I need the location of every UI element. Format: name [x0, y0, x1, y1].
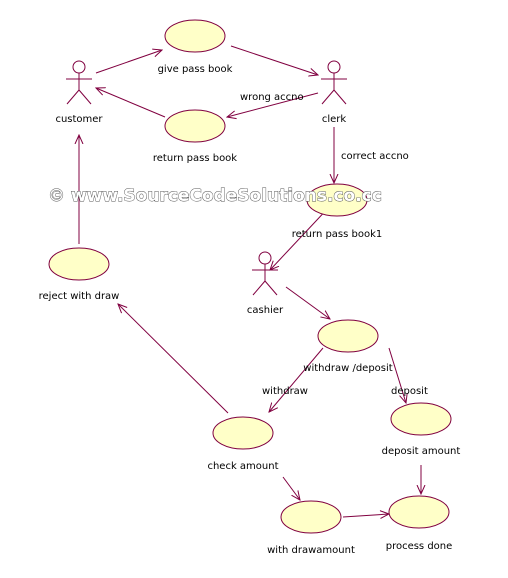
usecase-label-check-amount: check amount — [207, 461, 278, 472]
usecase-label-give-pass-book: give pass book — [158, 64, 233, 75]
edge-withdraw-deposit-to-check-amount — [269, 347, 324, 412]
usecase-with-draw-amount: with drawamount — [267, 500, 355, 556]
edge-return-pass-book1-to-cashier — [270, 204, 332, 270]
edge-customer-to-give-pass-book — [95, 50, 162, 74]
usecase-give-pass-book: give pass book — [158, 19, 233, 75]
edge-label-deposit: deposit — [391, 386, 428, 397]
actor-customer: customer — [55, 60, 103, 125]
usecase-label-process-done: process done — [386, 541, 453, 552]
usecase-deposit-amount: deposit amount — [382, 402, 461, 457]
edge-cashier-to-withdraw-deposit — [285, 286, 330, 319]
actor-label-customer: customer — [55, 114, 103, 125]
usecase-label-with-draw-amount: with drawamount — [267, 545, 355, 556]
actor-cashier: cashier — [247, 251, 284, 316]
edge-give-pass-book-to-clerk — [230, 45, 318, 75]
actor-clerk: clerk — [321, 60, 347, 125]
edge-label-wrong-accno: wrong accno — [240, 92, 304, 103]
stick-figure-icon — [66, 60, 92, 105]
stick-figure-icon — [252, 251, 278, 296]
usecase-label-return-pass-book: return pass book — [153, 153, 237, 164]
usecase-withdraw-deposit: withdraw /deposit — [303, 319, 393, 374]
edge-check-amount-to-with-draw-amount — [282, 476, 300, 500]
edge-label-withdraw: withdraw — [262, 386, 308, 397]
actor-label-clerk: clerk — [322, 114, 347, 125]
edge-clerk-to-return-pass-book — [227, 92, 319, 117]
edge-check-amount-to-reject-with-draw — [118, 304, 229, 414]
usecase-return-pass-book1: return pass book1 — [292, 183, 383, 240]
usecase-check-amount: check amount — [207, 416, 279, 472]
usecase-label-reject-with-draw: reject with draw — [39, 291, 120, 302]
usecase-label-return-pass-book1: return pass book1 — [292, 229, 383, 240]
actor-label-cashier: cashier — [247, 305, 284, 316]
usecase-process-done: process done — [386, 495, 453, 552]
usecase-return-pass-book: return pass book — [153, 109, 237, 164]
watermark-text: © www.SourceCodeSolutions.co.cc — [48, 186, 382, 206]
usecase-label-withdraw-deposit: withdraw /deposit — [303, 363, 392, 374]
edge-withdraw-deposit-to-deposit-amount — [388, 347, 406, 403]
stick-figure-icon — [321, 60, 347, 105]
edge-return-pass-book-to-customer — [96, 88, 166, 118]
edge-label-correct-accno: correct accno — [341, 151, 409, 162]
usecase-label-deposit-amount: deposit amount — [382, 446, 461, 457]
usecase-reject-with-draw: reject with draw — [39, 247, 120, 302]
edge-with-draw-amount-to-process-done — [342, 514, 389, 517]
